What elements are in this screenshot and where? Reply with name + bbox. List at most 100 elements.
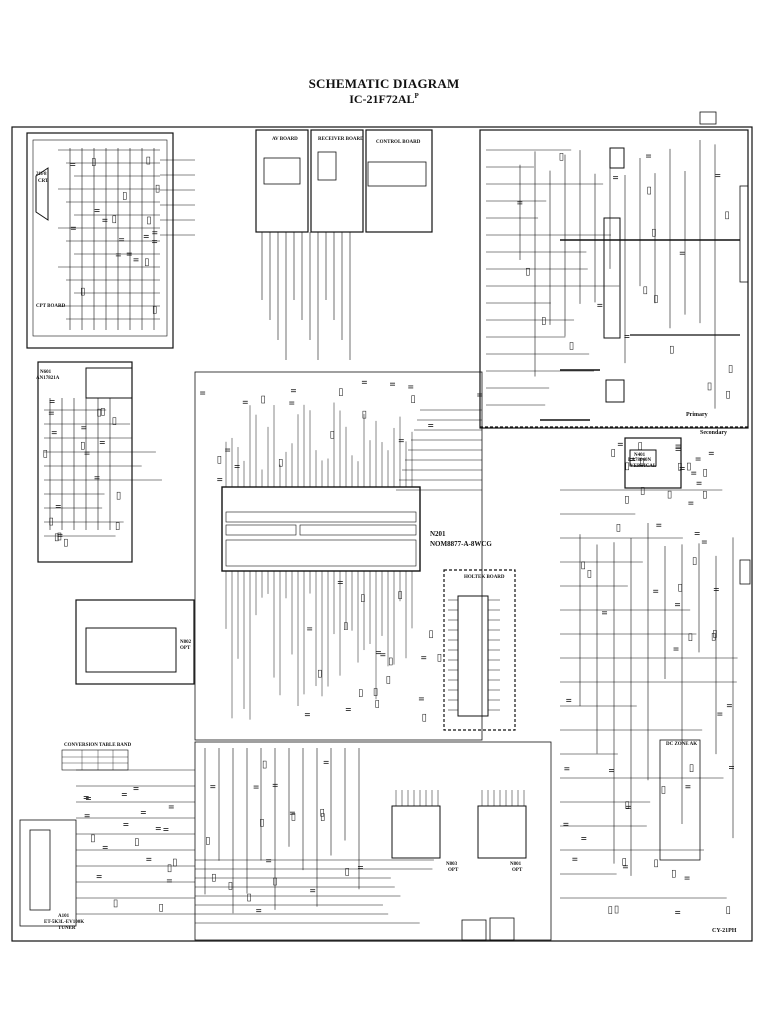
tuner-function: TUNER (58, 926, 76, 931)
component (373, 688, 378, 696)
signal-wiring (44, 140, 740, 924)
n802-ref: N802 (180, 640, 192, 645)
component (135, 838, 139, 846)
model-number: IC-21F72AL (349, 92, 415, 106)
component (678, 462, 682, 471)
component (622, 858, 627, 866)
av-board-label: AV BOARD (272, 137, 298, 142)
component (608, 906, 613, 914)
n803-opt: OPT (448, 868, 459, 873)
component (112, 417, 117, 425)
component (726, 390, 730, 399)
component (217, 456, 222, 464)
component (64, 538, 68, 547)
component (155, 184, 160, 193)
component (707, 382, 712, 391)
component (81, 287, 85, 296)
diagram-title: SCHEMATIC DIAGRAM (308, 76, 460, 91)
component (616, 524, 621, 532)
vertical-ic-part: LA78040N (628, 458, 652, 463)
component (437, 654, 442, 662)
component (167, 864, 172, 873)
component (97, 408, 101, 417)
component (411, 395, 415, 403)
component (703, 469, 707, 477)
component (92, 158, 96, 166)
ic-pins (225, 402, 525, 806)
component (206, 837, 210, 845)
component (345, 868, 349, 876)
component (703, 490, 707, 499)
component (625, 496, 629, 504)
component (339, 388, 343, 396)
component (375, 700, 379, 708)
tuner-ref: A101 (58, 914, 70, 919)
component (670, 345, 674, 354)
component (320, 808, 324, 817)
component (91, 834, 95, 843)
component (261, 395, 265, 404)
component (361, 594, 365, 602)
component (678, 583, 682, 592)
component (728, 365, 733, 373)
component (173, 858, 177, 867)
component (362, 410, 367, 419)
vertical-ic-ref: N401 (634, 453, 646, 458)
component (273, 877, 277, 886)
vertical-ic-function: VERTICAL (630, 464, 657, 469)
component (672, 869, 676, 878)
component (43, 450, 48, 458)
conversion-table-title: CONVERSION TABLE BAND (64, 743, 132, 748)
component (260, 819, 264, 827)
component (115, 522, 120, 530)
component (689, 764, 694, 772)
component (398, 591, 402, 599)
component (147, 216, 151, 225)
component (101, 408, 105, 416)
component (291, 813, 296, 821)
component (725, 211, 729, 220)
component (640, 487, 645, 495)
component (359, 689, 363, 697)
component (113, 899, 118, 908)
component (643, 286, 648, 295)
ic-bodies (29, 111, 751, 941)
component (726, 906, 731, 915)
component (640, 458, 644, 466)
tuner-part: ET-5K3L-EV100K (44, 920, 85, 925)
main-ic-part: NOM8877-A-8WCG (430, 540, 492, 548)
component (688, 633, 693, 641)
crt-label: CRT (38, 179, 49, 184)
holtek-board-label: HOLTEK BOARD (464, 575, 505, 580)
component (638, 442, 642, 450)
model-suffix: P (414, 92, 419, 100)
primary-label: Primary (686, 412, 708, 418)
component (687, 462, 691, 471)
component (429, 630, 433, 639)
component (611, 449, 615, 457)
control-board-label: CONTROL BOARD (376, 140, 421, 145)
block-outlines (11, 126, 753, 942)
component (713, 630, 717, 638)
n803-ref: N803 (446, 862, 458, 867)
component (228, 882, 233, 890)
n801-ref: N801 (510, 862, 522, 867)
components (43, 153, 734, 915)
component (625, 462, 629, 471)
component (116, 491, 121, 500)
component (587, 570, 592, 578)
n802-opt: OPT (180, 646, 191, 651)
crt-model-label: 21F8 (36, 172, 47, 177)
component (661, 786, 666, 794)
audio-ic-ref: N601 (40, 370, 52, 375)
component (122, 192, 127, 200)
component (581, 561, 585, 570)
component (49, 517, 53, 526)
n801-opt: OPT (512, 868, 523, 873)
component (159, 904, 163, 912)
dc-zone-label: DC ZONE AK (666, 742, 698, 747)
component (559, 153, 564, 161)
component (652, 228, 656, 237)
diagram-model: IC-21F72ALP (0, 92, 768, 107)
component (54, 533, 59, 542)
